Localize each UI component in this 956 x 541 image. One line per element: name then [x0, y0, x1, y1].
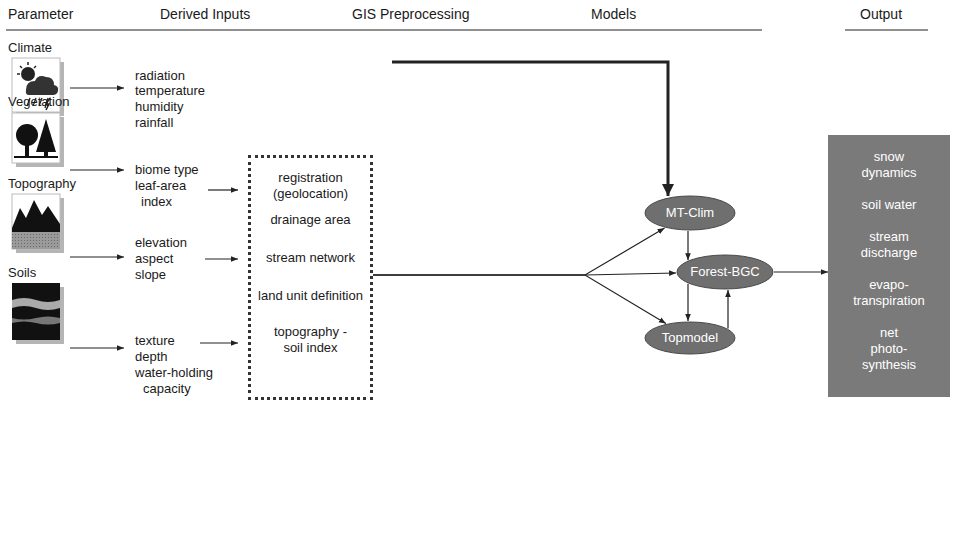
- flow-arrow: [373, 275, 666, 324]
- output-item: evapo- transpiration: [839, 277, 939, 309]
- item-label: Vegetation: [8, 94, 69, 110]
- model-ellipse: Topmodel: [644, 321, 736, 355]
- column-header: Derived Inputs: [160, 6, 250, 22]
- output-item: net photo- synthesis: [860, 325, 918, 373]
- model-ellipse: MT-Clim: [644, 195, 736, 231]
- header-rule: [845, 29, 928, 30]
- item-label: depth: [135, 349, 168, 365]
- gis-step: topography - soil index: [266, 324, 356, 356]
- item-label: slope: [135, 267, 166, 283]
- model-name: MT-Clim: [666, 205, 714, 221]
- gis-box: registration (geolocation) drainage area s…: [248, 155, 373, 400]
- flow-arrow: [373, 228, 665, 275]
- item-label: humidity: [135, 99, 183, 115]
- model-name: Topmodel: [662, 330, 718, 346]
- column-header: Output: [860, 6, 902, 22]
- model-name: Forest-BGC: [690, 264, 759, 280]
- soils-icon: [12, 283, 64, 344]
- gis-step: stream network: [256, 250, 366, 266]
- item-label: leaf-area index: [135, 178, 211, 210]
- gis-step: drainage area: [256, 212, 366, 228]
- gis-step: land unit definition: [250, 288, 371, 304]
- item-label: water-holding capacity: [135, 365, 235, 397]
- output-item: soil water: [839, 197, 939, 213]
- item-label: texture: [135, 333, 175, 349]
- item-label: Topography: [8, 176, 76, 192]
- climate-feed-line: [392, 62, 668, 196]
- topography-icon: [12, 194, 64, 253]
- flow-arrow: [774, 271, 828, 272]
- item-label: rainfall: [135, 115, 173, 131]
- item-label: temperature: [135, 83, 205, 99]
- vegetation-icon: [12, 113, 64, 167]
- input-arrows: [70, 88, 238, 348]
- output-panel: snow dynamics soil water stream discharge e…: [828, 135, 950, 397]
- item-label: aspect: [135, 251, 173, 267]
- output-item: snow dynamics: [853, 149, 925, 181]
- model-ellipse: Forest-BGC: [676, 254, 774, 290]
- item-label: biome type: [135, 162, 199, 178]
- flow-arrow: [687, 231, 688, 260]
- column-header: Models: [591, 6, 636, 22]
- item-label: Soils: [8, 265, 36, 281]
- item-label: radiation: [135, 68, 185, 84]
- output-item: stream discharge: [854, 229, 924, 261]
- flow-arrow: [687, 284, 688, 321]
- flow-arrow: [727, 290, 728, 328]
- column-header: Parameter: [8, 6, 73, 22]
- item-label: elevation: [135, 235, 187, 251]
- gis-step: registration (geolocation): [263, 170, 359, 202]
- column-header: GIS Preprocessing: [352, 6, 470, 22]
- item-label: Climate: [8, 40, 52, 56]
- header-rule: [6, 29, 762, 30]
